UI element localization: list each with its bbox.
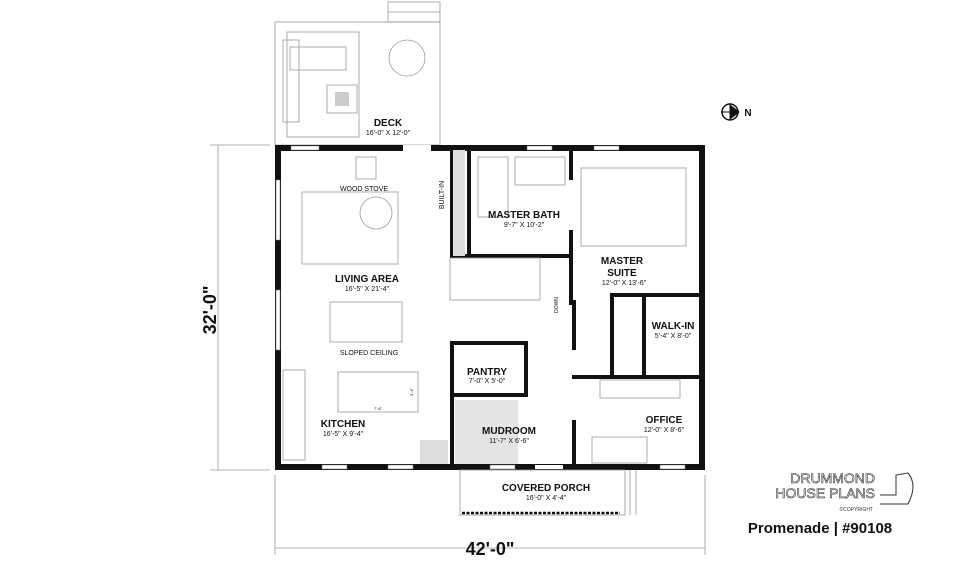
room-size-covered-porch: 16'-0" X 4'-4" [526, 495, 567, 502]
compass-label: N [744, 108, 751, 119]
room-name-walk-in: WALK-IN [652, 321, 695, 332]
island-width: 3'-4" [409, 387, 414, 396]
covered-porch [459, 469, 637, 516]
room-size-deck: 16'-0" X 12'-0" [366, 130, 411, 137]
room-size-mudroom: 11'-7" X 6'-6" [489, 438, 529, 445]
overall-width: 42'-0" [466, 539, 515, 559]
drummond-logo: DRUMMOND HOUSE PLANS ©COPYRIGHT [775, 470, 914, 513]
room-size-master-suite: 12'-0" X 13'-6" [602, 280, 647, 287]
room-name-deck: DECK [374, 118, 403, 129]
room-size-living-area: 16'-5" X 21'-4" [345, 286, 390, 293]
copyright: ©COPYRIGHT [840, 506, 873, 513]
room-size-master-bath: 9'-7" X 10'-2" [504, 222, 545, 229]
room-name-mudroom: MUDROOM [482, 426, 536, 437]
built-in-label: BUILT-IN [439, 181, 446, 209]
overall-depth: 32'-0" [200, 286, 220, 335]
logo-line1: DRUMMOND [790, 470, 875, 486]
room-name-office: OFFICE [646, 415, 683, 426]
wood-stove-label: WOOD STOVE [340, 186, 388, 193]
north-compass-icon: N [721, 103, 752, 121]
room-name-pantry: PANTRY [467, 367, 507, 378]
room-name-kitchen: KITCHEN [321, 419, 365, 430]
interior-walls [282, 150, 705, 470]
room-size-office: 12'-0" X 8'-6" [644, 427, 685, 434]
room-size-kitchen: 16'-5" X 9'-4" [323, 431, 364, 438]
deck [274, 1, 441, 146]
room-name-master-bath: MASTER BATH [488, 210, 560, 221]
down-label: DOWN [554, 297, 560, 313]
room-name-master-suite-2: SUITE [607, 268, 637, 279]
plan-title: Promenade | #90108 [748, 520, 892, 537]
room-name-covered-porch: COVERED PORCH [502, 483, 590, 494]
dimension-lines [210, 144, 706, 555]
exterior-walls [275, 145, 705, 470]
logo-line2: HOUSE PLANS [775, 485, 875, 501]
room-name-living-area: LIVING AREA [335, 274, 399, 285]
room-size-pantry: 7'-0" X 5'-0" [469, 378, 506, 385]
room-name-master-suite-1: MASTER [601, 256, 644, 267]
island-length: 7'-8" [374, 406, 383, 411]
room-size-walk-in: 5'-4" X 8'-0" [655, 333, 692, 340]
sloped-ceiling-label: SLOPED CEILING [340, 350, 398, 357]
